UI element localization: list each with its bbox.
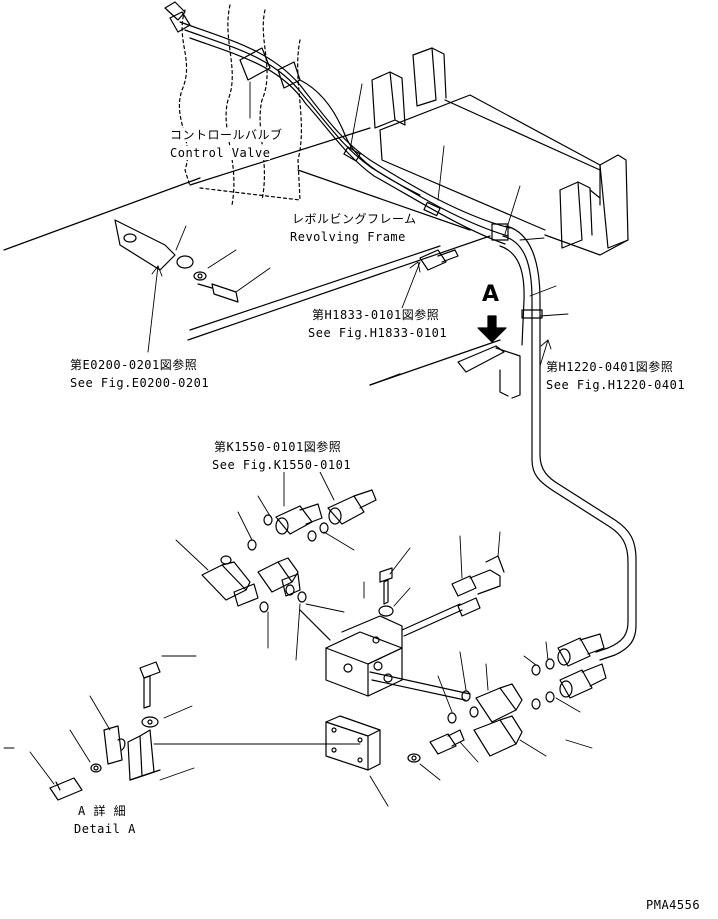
ref-k1550-label-jp: 第K1550-0101図参照 — [214, 440, 342, 454]
ref-h1833-label-jp: 第H1833-0101図参照 — [312, 308, 440, 322]
center-bolt — [379, 568, 393, 616]
drawing-number: PMA4556 — [646, 898, 701, 912]
control-valve — [179, 5, 301, 205]
ref-e0200-label-en: See Fig.E0200-0201 — [70, 376, 210, 390]
control-valve-body — [165, 2, 300, 88]
block-connections — [300, 604, 470, 700]
hose-clamps — [344, 147, 542, 318]
solenoid-valves-left — [202, 556, 306, 612]
long-hose — [532, 376, 636, 660]
revolving-frame-label-en: Revolving Frame — [290, 230, 406, 244]
hose-bracket — [458, 346, 520, 398]
detail-a-assembly — [50, 662, 160, 800]
control-valve-label-jp: コントロールバルブ — [170, 128, 283, 142]
control-valve-label-en: Control Valve — [170, 146, 271, 160]
ref-h1220-label-jp: 第H1220-0401図参照 — [546, 360, 674, 374]
mounting-plate — [326, 716, 380, 770]
detail-a-label-en: Detail A — [74, 822, 136, 836]
ref-h1220-label-en: See Fig.H1220-0401 — [546, 378, 686, 392]
ref-e0200-label-jp: 第E0200-0201図参照 — [70, 358, 198, 372]
leader-lines — [4, 82, 592, 806]
detail-a-label-jp: A 詳 細 — [78, 804, 127, 818]
revolving-frame-label-jp: レボルビングフレーム — [292, 212, 417, 226]
lower-right-fittings — [408, 634, 606, 762]
k1550-fittings — [248, 490, 376, 550]
ref-k1550-label-en: See Fig.K1550-0101 — [212, 458, 352, 472]
frame-outline — [4, 128, 500, 385]
leader-misc — [370, 374, 400, 385]
valve-block — [326, 616, 402, 696]
sensor-fittings — [452, 556, 504, 616]
bolt-h1833 — [420, 250, 458, 270]
view-a-letter: A — [482, 282, 500, 307]
ref-h1833-label-en: See Fig.H1833-0101 — [308, 326, 448, 340]
hose-bundle-upper — [180, 22, 540, 380]
upper-structure-components — [372, 48, 628, 255]
view-arrow-a — [478, 316, 506, 342]
left-bracket-assembly — [115, 220, 238, 302]
